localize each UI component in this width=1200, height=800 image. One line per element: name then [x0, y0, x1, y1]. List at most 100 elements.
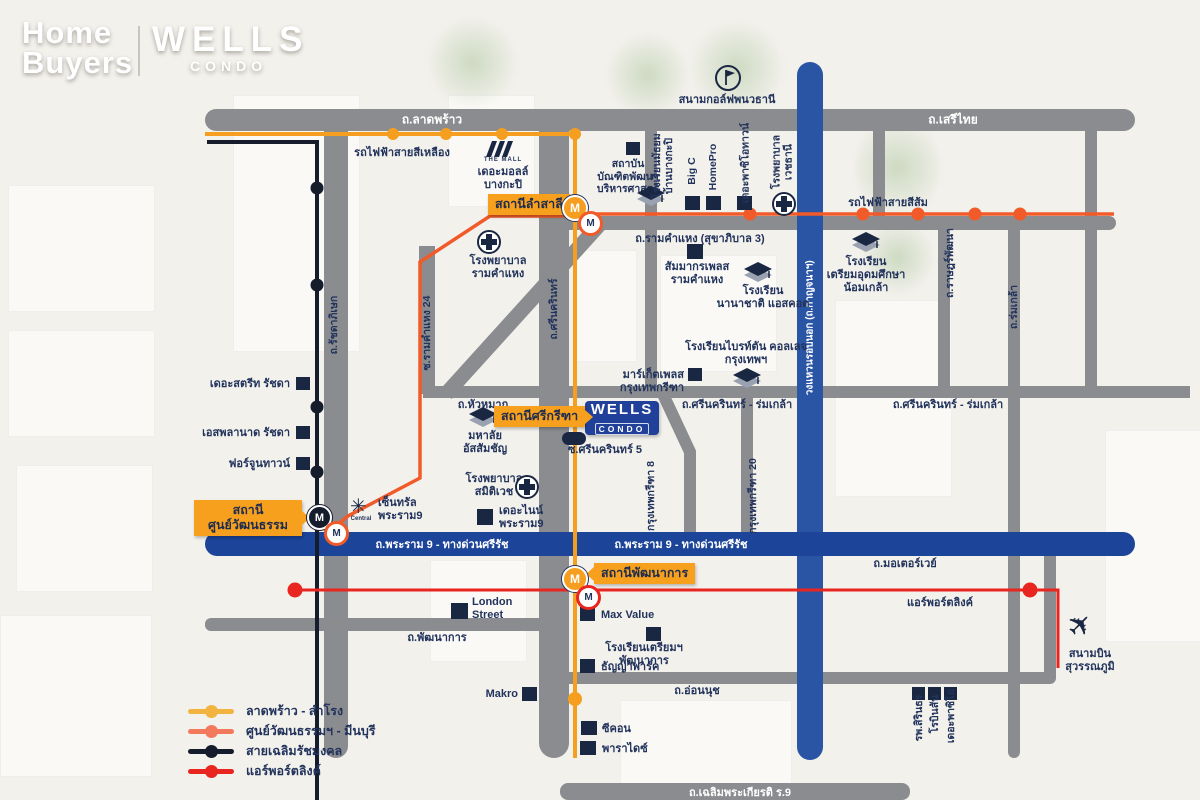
road-phatthanakan	[205, 618, 541, 631]
thenine-marker	[477, 509, 493, 525]
hospital-cross-icon	[477, 230, 501, 254]
road-ratchada	[324, 120, 348, 758]
road-label-ratchada: ถ.รัชดาภิเษก	[327, 295, 340, 355]
yellow-station-dot	[387, 128, 399, 140]
block-sketch	[835, 300, 952, 497]
mrt-station-dot	[310, 400, 324, 414]
yellow-station-dot	[440, 128, 452, 140]
poi-vejthani: โรงพยาบาล เวชธานี	[770, 134, 795, 190]
road-v10	[1085, 128, 1097, 392]
road-ram24	[419, 246, 435, 394]
road-label-ramkhamhaeng: ถ.รามคำแหง (สุขาภิบาล 3)	[635, 233, 765, 245]
central-logo-icon: ✳	[350, 496, 367, 518]
legend-swatch-orange	[188, 724, 234, 738]
nida-marker	[626, 142, 640, 155]
homebuyers-logo: Home Buyers	[22, 17, 134, 80]
paradise-marker	[580, 741, 596, 755]
tree	[688, 18, 786, 118]
poi-samitivej: โรงพยาบาล สมิติเวช	[465, 473, 523, 499]
airport-link-label: แอร์พอร์ตลิงค์	[907, 597, 973, 609]
graduation-cap-icon	[744, 262, 772, 282]
legend-label: สายเฉลิมรัชมงคล	[246, 744, 343, 758]
wells-logo-sub: CONDO	[190, 58, 268, 74]
orange-line-label: รถไฟฟ้าสายสีส้ม	[848, 197, 928, 209]
block-sketch	[430, 560, 527, 662]
station-label-lamsali: สถานีลำสาลี	[488, 194, 578, 215]
road-label-soi5: ซ.ศรีนครินทร์ 5	[567, 444, 643, 456]
paseo-marker	[944, 687, 957, 700]
road-label-romklao: ถ.ร่มเกล้า	[1007, 284, 1020, 330]
bigc-marker	[685, 196, 700, 210]
airport-link-dot	[1022, 582, 1038, 598]
homebuyers-line2: Buyers	[22, 45, 134, 80]
road-ramkhamhaeng-sukha3	[566, 216, 1116, 230]
road-ktk20	[741, 394, 753, 534]
poi-paradise: พาราไดซ์	[602, 743, 648, 755]
poi-paseo-town: เดอะพาซิโอทาวน์	[739, 122, 752, 204]
road-label-kanchana: วงแหวนรอบนอก (ถ.กาญจนาฯ)	[804, 260, 816, 396]
poi-fortune: ฟอร์จูนทาวน์	[228, 458, 290, 470]
poi-triam-pat: โรงเรียนเตรียมฯ พัฒนาการ	[605, 642, 683, 668]
m-marker-phatthanakan-arl: M	[576, 585, 601, 610]
road-label-latphrao: ถ.ลาดพร้าว	[401, 112, 463, 127]
mrt-station-dot	[310, 465, 324, 479]
poi-abac: มหาลัย อัสสัมชัญ	[462, 430, 508, 456]
poi-homepro: HomePro	[706, 143, 719, 191]
sammakorn-marker	[687, 244, 703, 259]
road-label-motorway: ถ.มอเตอร์เวย์	[873, 558, 937, 570]
graduation-cap-icon	[852, 232, 880, 252]
yellow-station-dot	[568, 692, 582, 706]
station-label-ph: สถานีพัฒนาการ	[585, 563, 696, 584]
triam-pat-marker	[646, 627, 661, 641]
poi-robinson: โรบินสัน	[928, 694, 941, 734]
brand-divider	[138, 26, 140, 76]
road-romklao-v	[1008, 228, 1020, 758]
airport-link-line	[295, 588, 1060, 668]
poi-airport: สนามบิน สุวรรณภูมิ	[1065, 648, 1115, 674]
facade-sketch	[0, 615, 152, 777]
poi-brighton: โรงเรียนไบรท์ตัน คอลเลจ กรุงเทพฯ	[685, 341, 807, 367]
legend-item-yellow: ลาดพร้าว - สำโรง	[188, 701, 343, 721]
road-label-onnut: ถ.อ่อนนุช	[674, 685, 720, 697]
the-mall-logo-text: THE MALL	[483, 157, 523, 163]
street-ratchada-marker	[296, 377, 310, 390]
legend-item-orange: ศูนย์วัฒนธรรมฯ - มีนบุรี	[188, 721, 376, 741]
seacon-marker	[581, 721, 597, 735]
legend-swatch-arl	[188, 764, 234, 778]
legend-label: ศูนย์วัฒนธรรมฯ - มีนบุรี	[246, 724, 376, 738]
golf-icon	[715, 65, 741, 91]
poi-thenine: เดอะไนน์ พระราม9	[499, 505, 544, 531]
poi-the-mall: เดอะมอลล์ บางกะปิ	[477, 166, 529, 192]
legend-swatch-mrt	[188, 744, 234, 758]
poi-esplanade: เอสพลานาด รัชดา	[202, 427, 290, 439]
road-label-ktk20: กรุงเทพกรีฑา 20	[746, 458, 759, 534]
road-label-srinakarin-romklao-2: ถ.ศรีนครินทร์ - ร่มเกล้า	[892, 399, 1004, 411]
fortune-marker	[296, 457, 310, 470]
poi-central: เซ็นทรัล พระราม9	[378, 497, 423, 523]
maxvalue-marker	[580, 607, 595, 621]
road-rama9-srirat	[205, 532, 1135, 556]
road-latphrao-serithai	[205, 109, 1135, 131]
poi-thanya: ธัญญาพาร์ค	[601, 661, 660, 673]
poi-nida: สถาบัน บัณฑิตพัฒนา บริหารศาสตร์	[596, 158, 660, 196]
road-label-ram24: ซ.รามคำแหง 24	[420, 295, 433, 371]
orange-station-dot	[856, 207, 870, 221]
orange-station-dot	[1013, 207, 1027, 221]
wells-condo-sub: CONDO	[594, 423, 650, 435]
hospital-cross-icon	[515, 475, 539, 499]
facade-sketch	[16, 465, 153, 592]
marketplace-marker	[688, 368, 702, 381]
graduation-cap-icon	[637, 186, 665, 206]
road-label-srinakarin-romklao-1: ถ.ศรีนครินทร์ - ร่มเกล้า	[681, 399, 793, 411]
airport-link-dot	[287, 582, 303, 598]
station-label-srikritha: สถานีศรีกรีฑา	[494, 406, 594, 427]
poi-marketplace: มาร์เก็ตเพลสกรุงเทพกรีฑา	[619, 369, 684, 395]
graduation-cap-icon	[733, 368, 761, 388]
poi-golf: สนามกอล์ฟพนวธานี	[678, 94, 776, 106]
orange-station-dot	[911, 207, 925, 221]
yellow-line	[205, 132, 577, 758]
station-label-cultural: สถานี ศูนย์วัฒนธรรม	[194, 500, 310, 536]
hospital-cross-icon	[772, 192, 796, 216]
road-v7	[873, 120, 885, 230]
legend-label: แอร์พอร์ตลิงค์	[246, 764, 321, 778]
